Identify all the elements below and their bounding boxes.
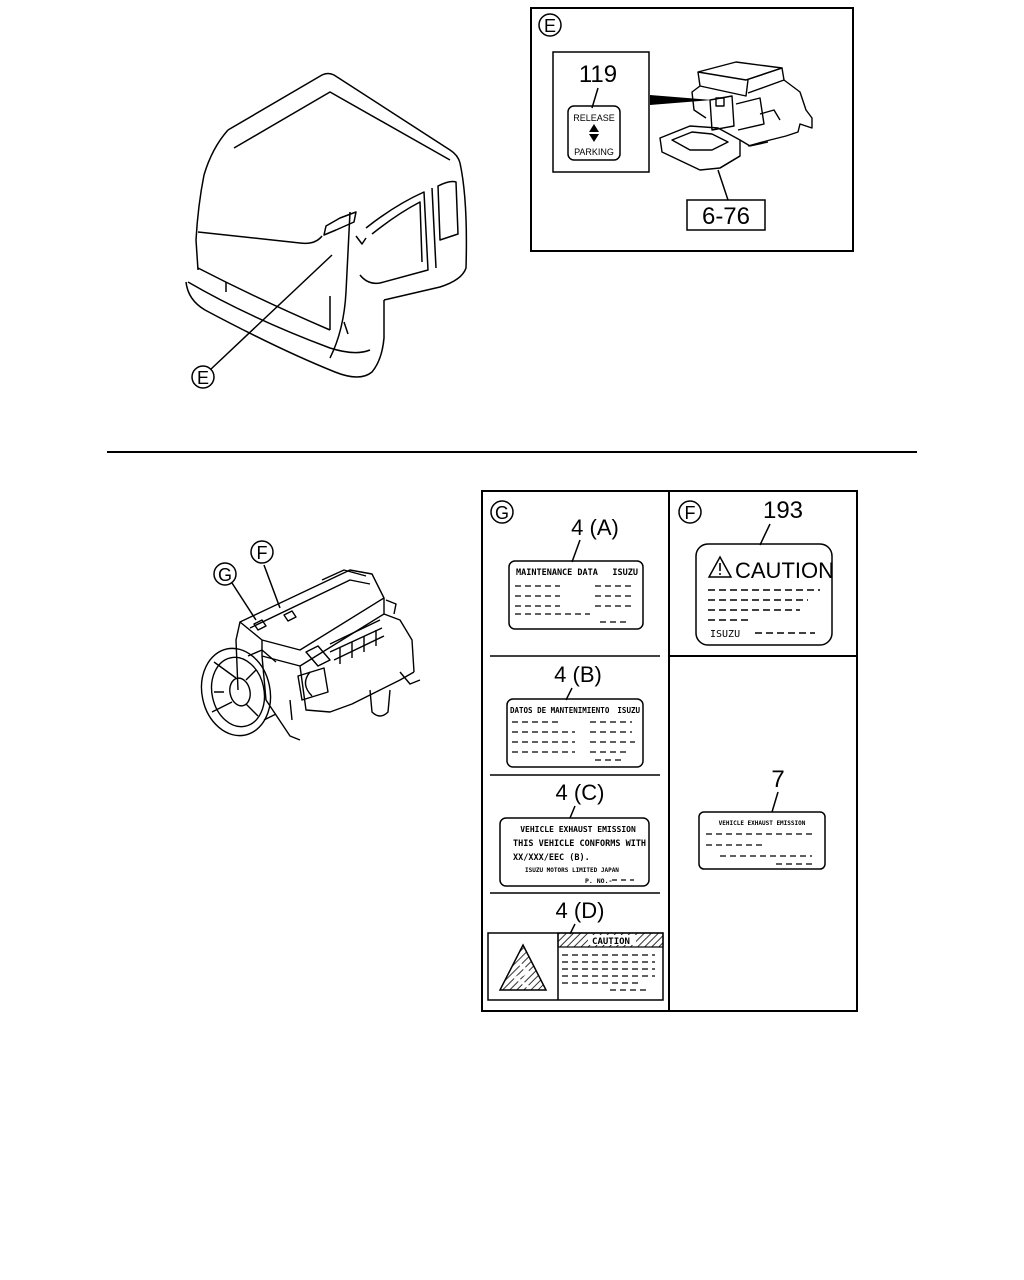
emission-line-1: VEHICLE EXHAUST EMISSION bbox=[520, 825, 636, 834]
leader-line bbox=[209, 254, 333, 371]
leader-line bbox=[591, 87, 599, 109]
parking-text: PARKING bbox=[574, 147, 614, 157]
labels-panel-frame bbox=[481, 490, 858, 1012]
pointer-wedge bbox=[650, 95, 712, 105]
leader-line bbox=[263, 564, 281, 609]
emission-line-2: THIS VEHICLE CONFORMS WITH bbox=[513, 839, 646, 849]
callout-detail-e: E bbox=[538, 13, 562, 37]
label-7-emission: 7 VEHICLE EXHAUST EMISSION bbox=[698, 766, 826, 870]
center-console-illustration bbox=[659, 61, 813, 171]
part-number-119: 119 bbox=[579, 61, 617, 88]
brand-text: ISUZU bbox=[612, 568, 638, 578]
truck-cab-illustration bbox=[185, 72, 468, 378]
svg-text:E: E bbox=[197, 368, 209, 388]
callout-engine-g: G bbox=[213, 562, 237, 586]
label-4d: 4 (D) CAUTION bbox=[487, 898, 664, 1001]
part-4d: 4 (D) bbox=[556, 898, 605, 923]
engine-illustration bbox=[200, 569, 421, 741]
detail-e-frame bbox=[530, 7, 854, 252]
part-7: 7 bbox=[771, 766, 784, 793]
emission-line-4: ISUZU MOTORS LIMITED JAPAN bbox=[525, 867, 619, 874]
svg-text:G: G bbox=[495, 503, 509, 523]
emission-line-5: P. NO.- bbox=[585, 877, 612, 885]
caution-193-title: CAUTION bbox=[735, 558, 834, 583]
svg-text:G: G bbox=[218, 565, 232, 585]
part-193: 193 bbox=[763, 497, 803, 524]
svg-text:F: F bbox=[257, 543, 268, 563]
callout-panel-g: G bbox=[490, 500, 514, 524]
label-4b: 4 (B) DATOS DE MANTENIMIENTO ISUZU bbox=[506, 662, 644, 768]
part-4a: 4 (A) bbox=[571, 515, 619, 540]
callout-panel-f: F bbox=[678, 500, 702, 524]
part-4b: 4 (B) bbox=[554, 662, 602, 687]
svg-text:E: E bbox=[544, 16, 556, 36]
warning-triangle-icon bbox=[707, 555, 733, 578]
release-parking-plate bbox=[567, 105, 621, 161]
electric-shock-icon bbox=[513, 960, 531, 990]
release-text: RELEASE bbox=[573, 113, 615, 123]
release-parking-label-frame bbox=[552, 51, 650, 173]
callout-cab-e: E bbox=[191, 365, 215, 389]
datos-title: DATOS DE MANTENIMIENTO bbox=[510, 706, 610, 715]
emission-line-3: XX/XXX/EEC (B). bbox=[513, 853, 590, 863]
callout-engine-f: F bbox=[250, 540, 274, 564]
label-193-caution: 193 CAUTION ISUZU bbox=[695, 497, 834, 646]
brand-text: ISUZU bbox=[710, 629, 740, 640]
label-4c: 4 (C) VEHICLE EXHAUST EMISSION THIS VEHI… bbox=[499, 780, 650, 887]
ref-6-76-box bbox=[686, 199, 766, 231]
ref-6-76: 6-76 bbox=[702, 203, 750, 230]
caution-4d-title: CAUTION bbox=[592, 937, 630, 947]
maintenance-data-title: MAINTENANCE DATA bbox=[516, 568, 598, 578]
up-down-arrow-icon bbox=[589, 124, 599, 142]
label-4a: 4 (A) MAINTENANCE DATA ISUZU bbox=[508, 515, 644, 630]
leader-line bbox=[231, 582, 257, 621]
emission-7-title: VEHICLE EXHAUST EMISSION bbox=[719, 820, 806, 827]
part-4c: 4 (C) bbox=[556, 780, 605, 805]
svg-text:F: F bbox=[685, 503, 696, 523]
brand-text: ISUZU bbox=[617, 706, 640, 715]
leader-line bbox=[717, 169, 729, 201]
